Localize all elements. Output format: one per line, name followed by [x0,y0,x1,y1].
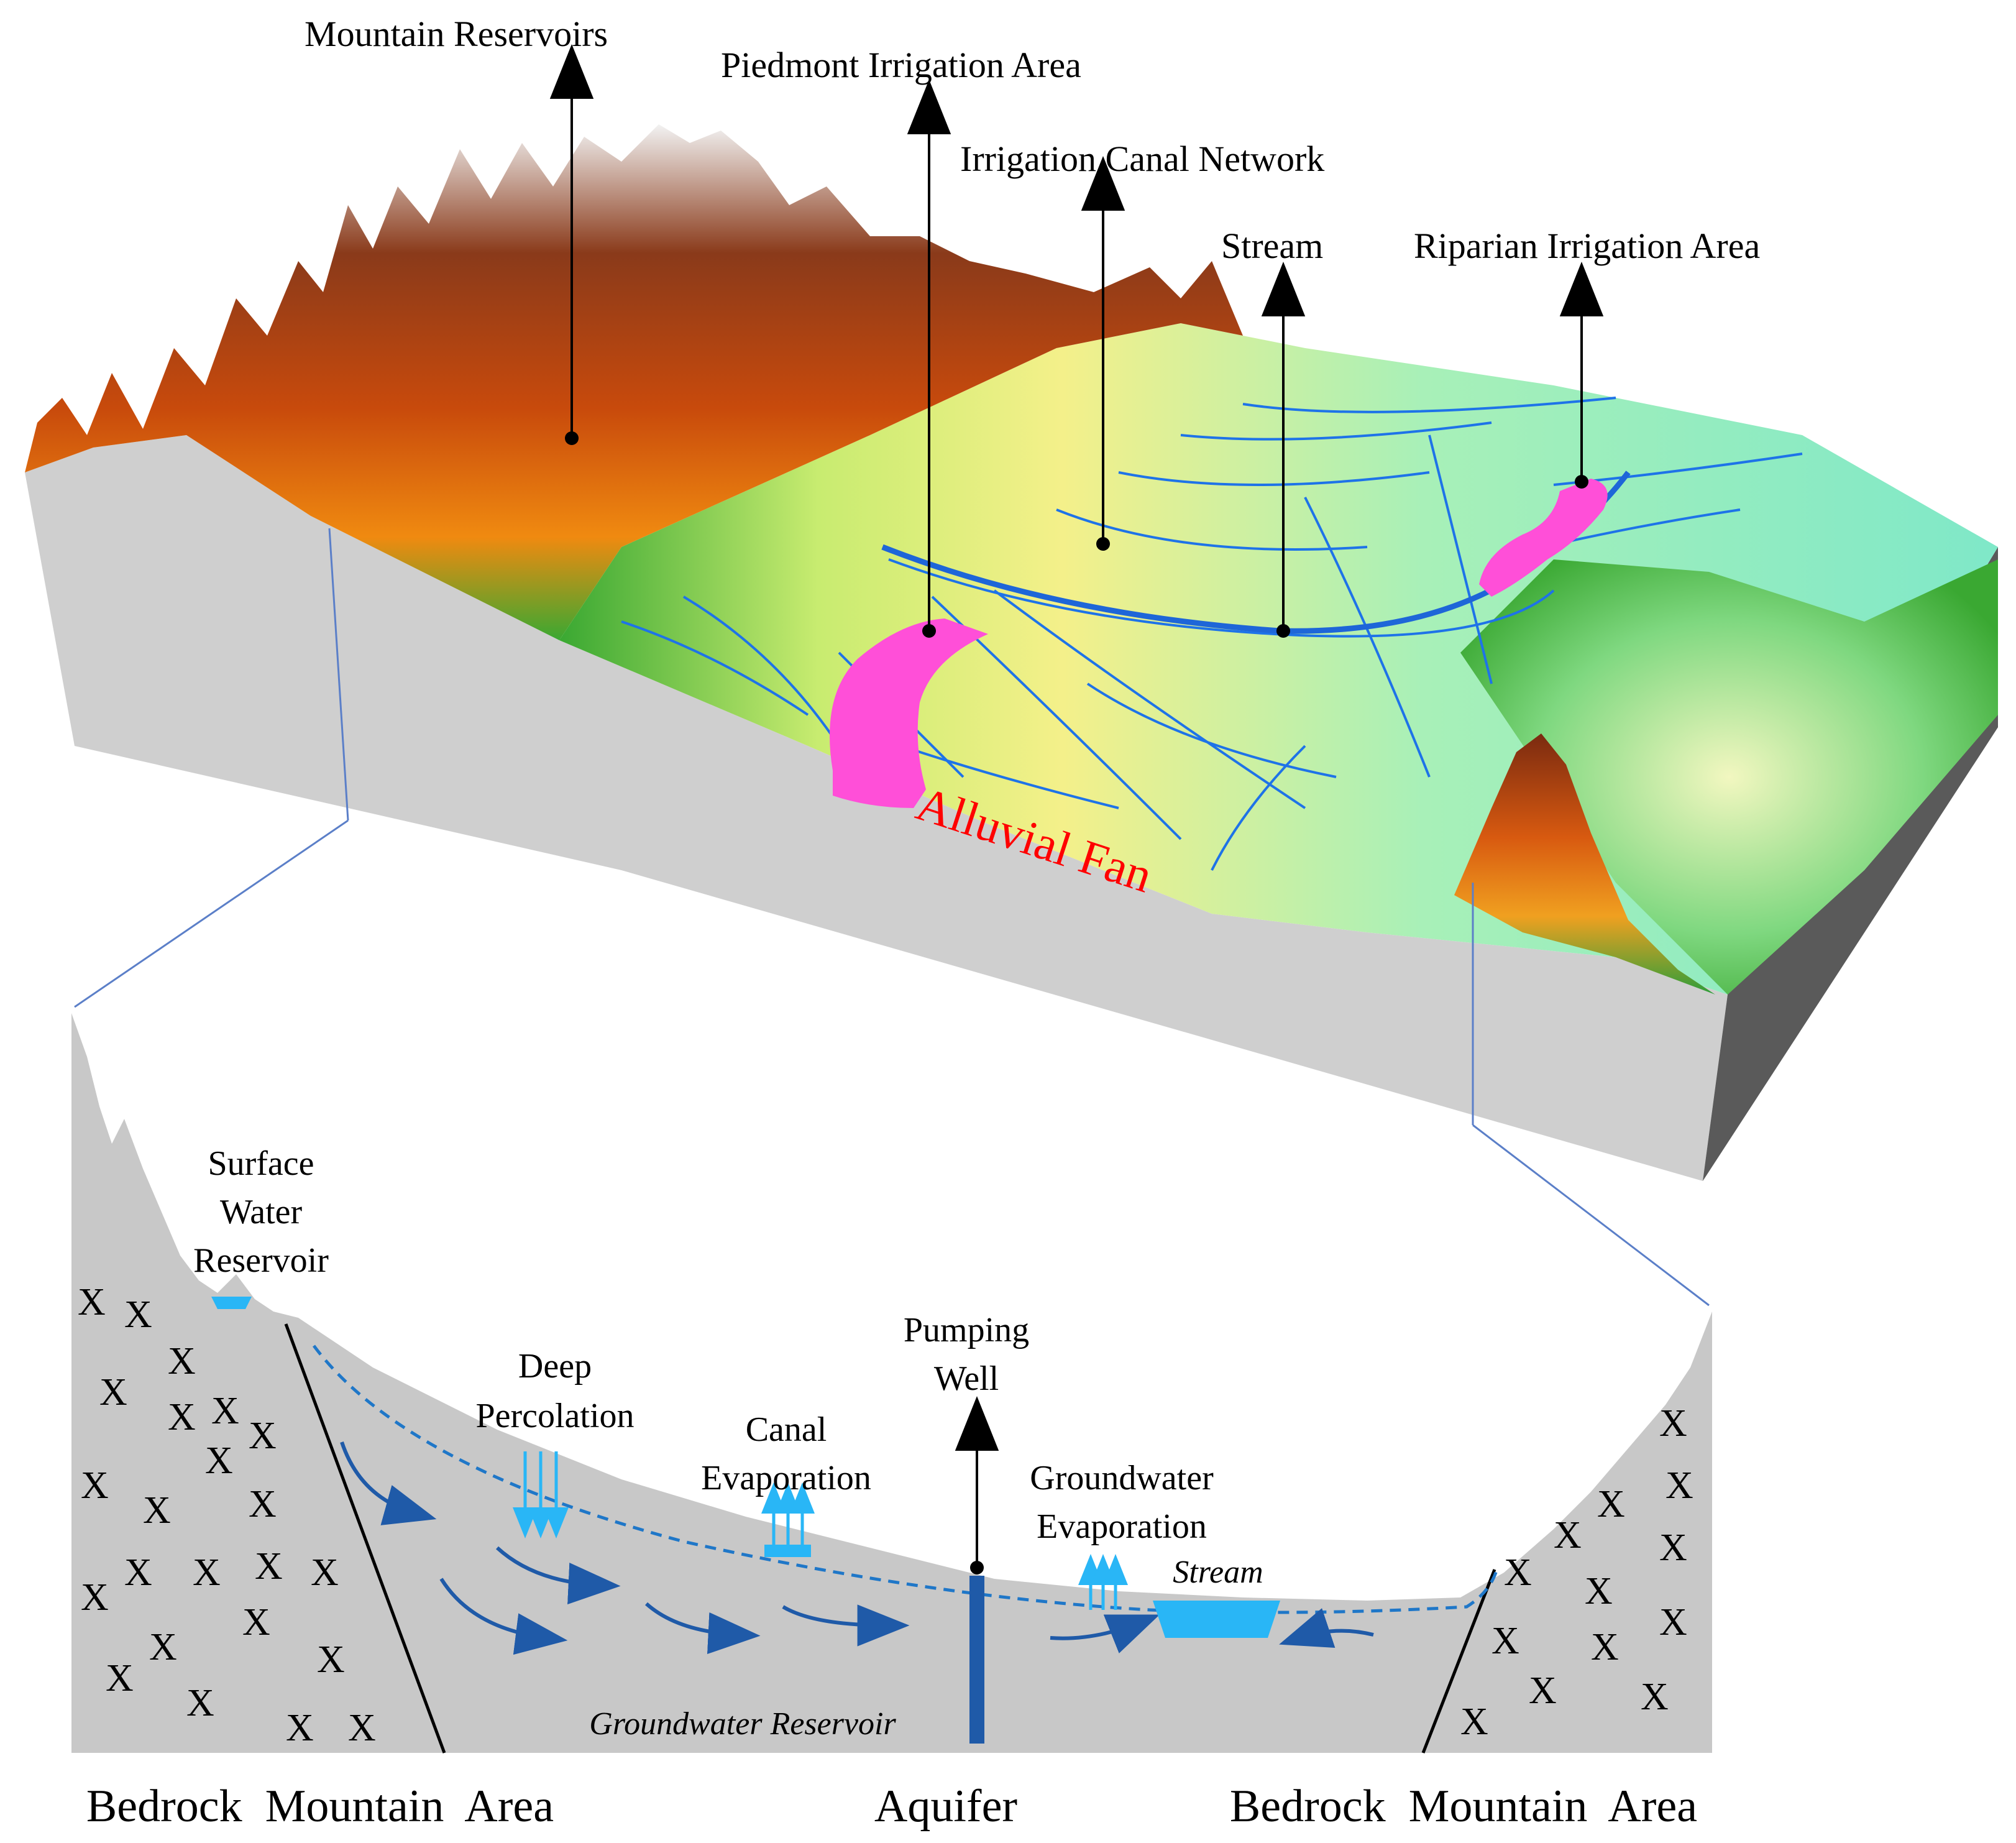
svg-text:X: X [249,1483,277,1525]
terrain-block [25,124,1998,1181]
piedmont-irrigation-area [830,618,988,808]
cross-section-ground [71,1013,1712,1753]
label-pumping-well-1: Pumping [904,1311,1029,1349]
label-groundwater-reservoir: Groundwater Reservoir [589,1706,896,1742]
svg-text:X: X [1597,1483,1625,1525]
label-bedrock-right: Bedrock Mountain Area [1230,1781,1697,1832]
svg-text:X: X [78,1281,106,1323]
label-piedmont-irrigation-area: Piedmont Irrigation Area [721,45,1081,85]
label-deep-percolation-2: Percolation [475,1397,634,1435]
svg-text:X: X [1659,1402,1687,1445]
canal-evaporation-arrows [761,1482,815,1545]
svg-text:X: X [255,1545,283,1588]
label-canal-evaporation-2: Evaporation [701,1459,871,1497]
svg-text:X: X [81,1576,109,1619]
svg-text:X: X [1659,1527,1687,1569]
svg-text:X: X [168,1396,196,1438]
svg-text:X: X [286,1707,314,1749]
label-deep-percolation-1: Deep [518,1347,592,1386]
groundwater-evaporation-arrows [1078,1554,1128,1610]
pumping-well-casing [969,1576,984,1744]
irrigation-canals [621,397,1803,871]
svg-text:X: X [1659,1601,1687,1643]
label-groundwater-evaporation-2: Evaporation [1037,1507,1207,1546]
left-mountain-range [25,124,1243,640]
svg-text:X: X [168,1340,196,1382]
label-bedrock-left: Bedrock Mountain Area [86,1781,554,1832]
riparian-irrigation-area [1479,479,1608,597]
canal-evaporation-canal [764,1545,811,1557]
surface-water-reservoir-pool [211,1297,252,1309]
svg-text:X: X [1585,1570,1613,1612]
label-groundwater-evaporation-1: Groundwater [1030,1459,1214,1497]
right-hills [1460,559,1998,995]
svg-text:X: X [99,1371,127,1413]
svg-text:X: X [186,1682,214,1724]
block-front-face [25,435,1728,1181]
label-aquifer: Aquifer [874,1781,1017,1832]
stream-cross-section [1153,1601,1280,1638]
svg-text:X: X [1460,1701,1488,1743]
svg-text:X: X [1591,1626,1619,1668]
svg-text:X: X [193,1551,221,1594]
right-mountain [1454,733,1715,995]
svg-text:X: X [1665,1464,1693,1507]
svg-text:X: X [348,1707,376,1749]
deep-percolation-arrows [513,1451,569,1538]
svg-text:X: X [124,1551,152,1594]
svg-text:X: X [311,1551,339,1594]
svg-text:X: X [1554,1514,1582,1556]
svg-text:X: X [205,1440,233,1482]
svg-text:X: X [249,1415,277,1457]
label-irrigation-canal-network: Irrigation Canal Network [960,139,1324,179]
cross-section-labels: Surface Water Reservoir Deep Percolation… [86,1144,1697,1832]
svg-text:X: X [1491,1620,1519,1662]
label-surface-water-reservoir-2: Water [220,1193,303,1231]
label-stream-bottom: Stream [1173,1555,1263,1590]
svg-text:X: X [242,1601,270,1643]
svg-text:X: X [149,1626,177,1668]
svg-text:X: X [317,1638,345,1681]
label-canal-evaporation-1: Canal [746,1410,827,1449]
svg-text:X: X [106,1657,134,1699]
svg-text:X: X [81,1464,109,1507]
svg-text:X: X [211,1390,239,1432]
label-pumping-well-2: Well [934,1359,999,1398]
label-mountain-reservoirs: Mountain Reservoirs [305,14,608,54]
label-stream-top: Stream [1221,226,1323,266]
svg-text:X: X [1641,1676,1669,1718]
label-riparian-irrigation-area: Riparian Irrigation Area [1414,226,1760,266]
svg-text:X: X [1529,1670,1557,1712]
label-surface-water-reservoir-3: Reservoir [193,1241,329,1280]
svg-text:X: X [1504,1551,1532,1594]
groundwater-flow-arrows [340,1441,1374,1655]
svg-text:X: X [124,1294,152,1336]
water-table [312,1344,1500,1614]
svg-text:X: X [143,1489,171,1532]
label-surface-water-reservoir-1: Surface [208,1144,314,1183]
